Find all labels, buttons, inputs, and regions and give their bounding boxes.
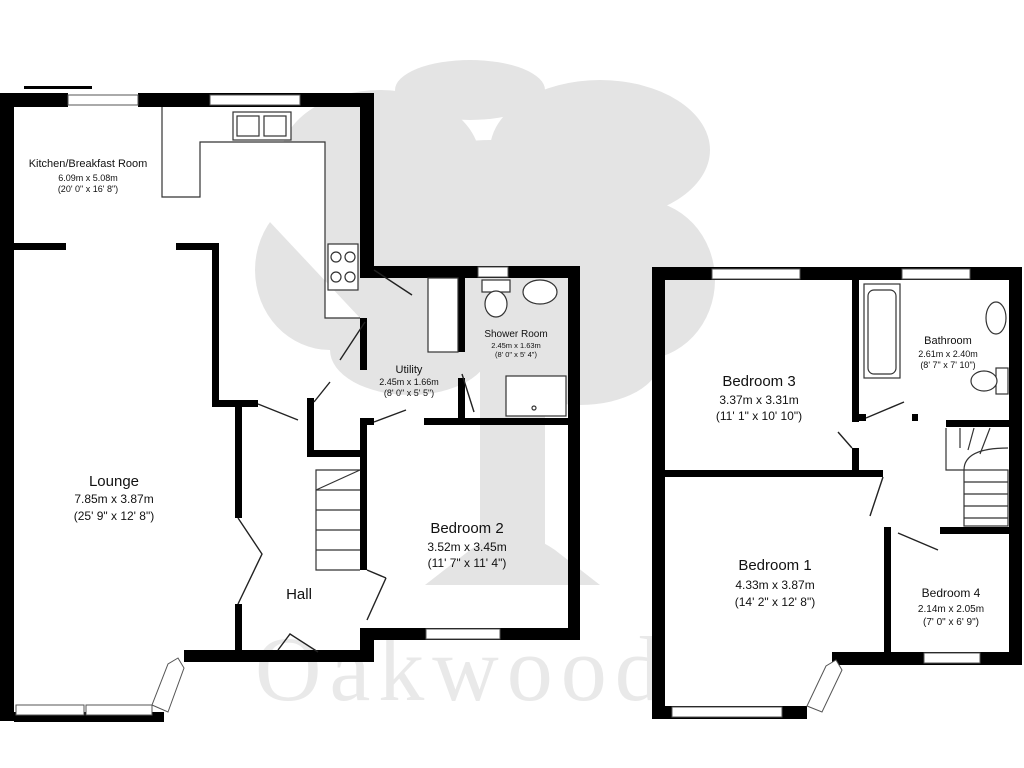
room-size-bedroom-4: 2.14m x 2.05m [918,604,984,615]
room-name-bedroom-2: Bedroom 2 [430,520,503,537]
room-size-imperial-bedroom-2: (11' 7" x 11' 4") [428,556,507,570]
room-size-bedroom-3: 3.37m x 3.31m [719,393,798,407]
ground-floor-doors [237,269,475,653]
room-size-lounge: 7.85m x 3.87m [74,492,153,506]
room-name-bathroom: Bathroom [924,335,972,347]
shower-tray-icon [505,375,567,417]
toilet-icon [481,279,511,318]
room-size-bedroom-2: 3.52m x 3.45m [427,540,506,554]
first-floor-windows [671,268,981,718]
room-bedroom-1: Bedroom 1 4.33m x 3.87m (14' 2" x 12' 8"… [735,557,815,609]
bathroom-toilet-icon [970,367,1009,395]
sink-icon [232,111,292,141]
room-size-imperial-bedroom-1: (14' 2" x 12' 8") [735,595,815,609]
ground-floor-walls [0,93,580,722]
ground-floor-windows [15,94,509,716]
room-name-bedroom-3: Bedroom 3 [722,373,795,390]
room-name-bedroom-4: Bedroom 4 [922,586,981,600]
kitchen-worktop [161,107,360,319]
room-size-bathroom: 2.61m x 2.40m [918,349,978,359]
room-size-kitchen: 6.09m x 5.08m [58,173,118,183]
room-bedroom-2: Bedroom 2 3.52m x 3.45m (11' 7" x 11' 4"… [427,520,506,570]
room-kitchen: Kitchen/Breakfast Room 6.09m x 5.08m (20… [29,158,148,194]
room-name-hall: Hall [286,586,312,603]
room-name-lounge: Lounge [89,473,139,490]
room-name-shower: Shower Room [484,329,547,340]
room-bedroom-4: Bedroom 4 2.14m x 2.05m (7' 0" x 6' 9") [918,586,984,628]
room-bedroom-3: Bedroom 3 3.37m x 3.31m (11' 1" x 10' 10… [716,373,802,423]
bathroom-basin-icon [985,301,1007,335]
room-size-imperial-lounge: (25' 9" x 12' 8") [74,509,154,523]
room-size-imperial-kitchen: (20' 0" x 16' 8") [58,184,118,194]
watermark-tree-icon [255,60,715,585]
room-size-imperial-bathroom: (8' 7" x 7' 10") [920,360,975,370]
basin-icon [522,279,558,305]
room-name-bedroom-1: Bedroom 1 [738,557,811,574]
first-floor-plan: Bedroom 3 3.37m x 3.31m (11' 1" x 10' 10… [652,267,1022,719]
first-floor-doors [837,401,939,551]
room-shower: Shower Room 2.45m x 1.63m (8' 0" x 5' 4"… [484,329,547,359]
patio-door-track [24,86,92,89]
room-size-imperial-shower: (8' 0" x 5' 4") [495,350,537,359]
utility-worktop [427,277,459,353]
room-bathroom: Bathroom 2.61m x 2.40m (8' 7" x 7' 10") [918,335,978,370]
first-floor-staircase [945,427,1009,527]
room-size-imperial-bedroom-3: (11' 1" x 10' 10") [716,409,802,423]
room-name-kitchen: Kitchen/Breakfast Room [29,158,148,170]
room-lounge: Lounge 7.85m x 3.87m (25' 9" x 12' 8") [74,473,154,523]
room-size-shower: 2.45m x 1.63m [491,341,541,350]
room-size-bedroom-1: 4.33m x 3.87m [735,578,814,592]
ground-floor-plan: Kitchen/Breakfast Room 6.09m x 5.08m (20… [0,86,580,722]
hob-icon [327,243,359,291]
room-size-imperial-utility: (8' 0" x 5' 5") [384,388,434,398]
room-utility: Utility 2.45m x 1.66m (8' 0" x 5' 5") [379,364,439,398]
room-size-utility: 2.45m x 1.66m [379,377,439,387]
room-name-utility: Utility [396,364,423,376]
room-size-imperial-bedroom-4: (7' 0" x 6' 9") [923,617,979,628]
bath-icon [863,283,901,379]
ground-floor-staircase [315,469,361,571]
